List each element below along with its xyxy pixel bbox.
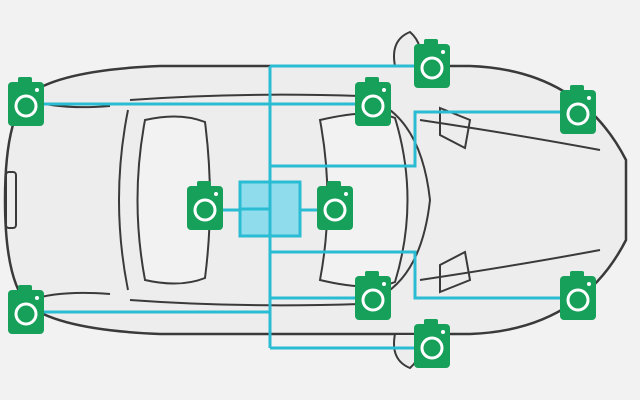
camera-icon (8, 285, 44, 334)
camera-icon (414, 39, 450, 88)
wire-front-bottom-loop (270, 250, 575, 300)
cabin-outline (129, 93, 432, 307)
camera-icon (355, 271, 391, 320)
cameras (8, 39, 596, 368)
hood-line-bottom (419, 249, 601, 281)
rear-bumper-detail (5, 171, 17, 229)
headlight-right (439, 250, 472, 294)
ecu-module-icon (238, 180, 302, 238)
wiring (40, 64, 575, 350)
camera-icon (355, 77, 391, 126)
wire-front-top-loop (270, 110, 575, 168)
camera-icon (8, 77, 44, 126)
headlight-left (439, 106, 472, 150)
rear-window (136, 115, 211, 285)
camera-icon (317, 181, 353, 230)
camera-icon (414, 319, 450, 368)
car-body (3, 30, 628, 370)
camera-icon (560, 85, 596, 134)
camera-icon (187, 181, 223, 230)
rear-deck-line (118, 109, 129, 291)
hood-line-top (419, 119, 601, 151)
camera-icon (560, 271, 596, 320)
